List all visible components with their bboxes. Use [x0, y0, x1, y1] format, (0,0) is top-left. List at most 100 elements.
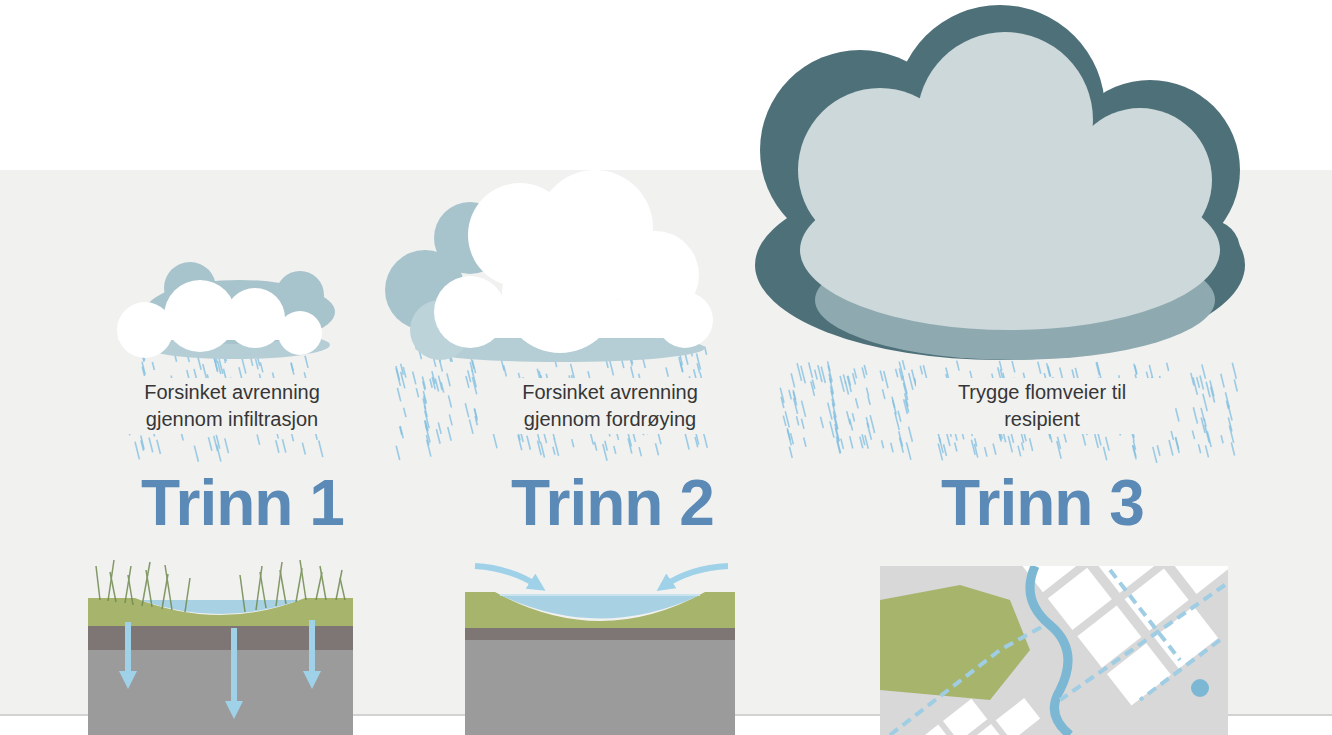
rain-drop — [852, 413, 854, 421]
rain-drop — [282, 439, 285, 452]
rain-drop — [1012, 361, 1015, 372]
rain-drop — [666, 367, 668, 376]
rain-drop — [791, 373, 795, 387]
rain-drop — [957, 361, 959, 371]
rain-drop — [993, 443, 996, 454]
rain-drop — [242, 359, 246, 374]
rain-drop — [1106, 437, 1109, 451]
rain-drop — [870, 415, 874, 433]
rain-drop — [1191, 373, 1194, 386]
rain-drop — [527, 436, 531, 450]
rain-drop — [679, 357, 683, 372]
rain-drop — [906, 442, 910, 460]
rain-drop — [811, 381, 815, 396]
rain-drop — [468, 370, 471, 382]
rain-drop — [880, 370, 883, 381]
rain-drop — [149, 438, 153, 453]
flood-route-map — [880, 566, 1228, 735]
rain-drop — [472, 360, 475, 373]
step-title: Trinn 3 — [941, 468, 1144, 538]
rain-drop — [843, 374, 845, 383]
rain-drop — [860, 437, 863, 449]
rain-drop — [1133, 446, 1136, 457]
rain-drop — [837, 441, 840, 454]
rain-drop — [1200, 376, 1204, 390]
rain-drop — [1011, 433, 1013, 443]
rain-drop — [1203, 394, 1207, 411]
rain-drop — [804, 438, 806, 447]
rain-drop — [1167, 363, 1169, 371]
medium-cloud — [385, 170, 713, 362]
step-caption: Trygge flomveier til resipient — [916, 378, 1168, 434]
rain-drop — [1205, 445, 1208, 457]
rain-drop — [865, 435, 868, 448]
rain-drop — [830, 421, 834, 437]
rain-drop — [449, 414, 452, 425]
rain-drop — [448, 427, 451, 441]
rain-drop — [465, 403, 469, 417]
rain-drop — [856, 398, 859, 408]
rain-drop — [850, 419, 853, 431]
rain-drop — [896, 369, 898, 378]
rain-drop — [416, 388, 418, 397]
rain-drop — [400, 426, 403, 438]
rain-drop — [639, 447, 641, 456]
rain-drop — [203, 364, 207, 379]
rain-drop — [685, 433, 689, 450]
rain-drop — [796, 416, 798, 425]
rain-drop — [135, 442, 139, 460]
rain-drop — [791, 433, 794, 444]
rain-drop — [802, 401, 806, 417]
rain-drop — [432, 377, 435, 389]
rain-drop — [194, 446, 198, 462]
rain-drop — [472, 377, 476, 394]
rain-drop — [413, 371, 416, 384]
rain-drop — [1030, 438, 1033, 451]
step-title: Trinn 1 — [141, 468, 344, 538]
ground-band — [0, 170, 1332, 715]
rain-drop — [944, 444, 947, 456]
rain-drop — [695, 437, 698, 447]
rain-drop — [1197, 377, 1200, 388]
rain-drop — [1192, 430, 1194, 439]
rain-drop — [892, 397, 895, 408]
rain-drop — [466, 376, 469, 388]
rain-drop — [208, 437, 211, 451]
rain-drop — [787, 430, 791, 445]
rain-drop — [470, 362, 472, 371]
rain-drop — [821, 367, 825, 383]
rain-drop — [836, 436, 840, 453]
rain-drop — [1175, 438, 1179, 453]
rain-drop — [435, 379, 438, 392]
rain-drop — [276, 440, 279, 452]
rain-drop — [898, 411, 901, 422]
rain-drop — [291, 363, 294, 374]
rain-drop — [789, 447, 792, 458]
rain-drop — [631, 367, 634, 378]
rain-drop — [882, 440, 884, 448]
rain-drop — [257, 435, 260, 445]
rain-drop — [854, 368, 856, 378]
rain-drop — [504, 365, 507, 376]
rain-drop — [783, 416, 786, 426]
rain-drop — [864, 365, 867, 375]
rain-drop — [1095, 434, 1098, 448]
rain-drop — [436, 429, 440, 444]
rain-drop — [938, 443, 942, 460]
rain-drop — [319, 440, 323, 457]
rain-drop — [1153, 447, 1157, 463]
rain-drop — [404, 408, 406, 417]
rain-drop — [847, 376, 851, 392]
infiltration-section — [88, 560, 353, 735]
step-caption: Forsinket avrenning gjennom fordrøying — [484, 378, 736, 434]
rain-drop — [1201, 418, 1205, 434]
rain-drop — [1198, 444, 1200, 453]
rain-drop — [801, 419, 804, 429]
rain-drop — [891, 443, 893, 453]
rain-drop — [448, 395, 451, 407]
rain-drop — [920, 366, 922, 375]
rain-drop — [999, 361, 1001, 371]
rain-drop — [655, 443, 658, 455]
